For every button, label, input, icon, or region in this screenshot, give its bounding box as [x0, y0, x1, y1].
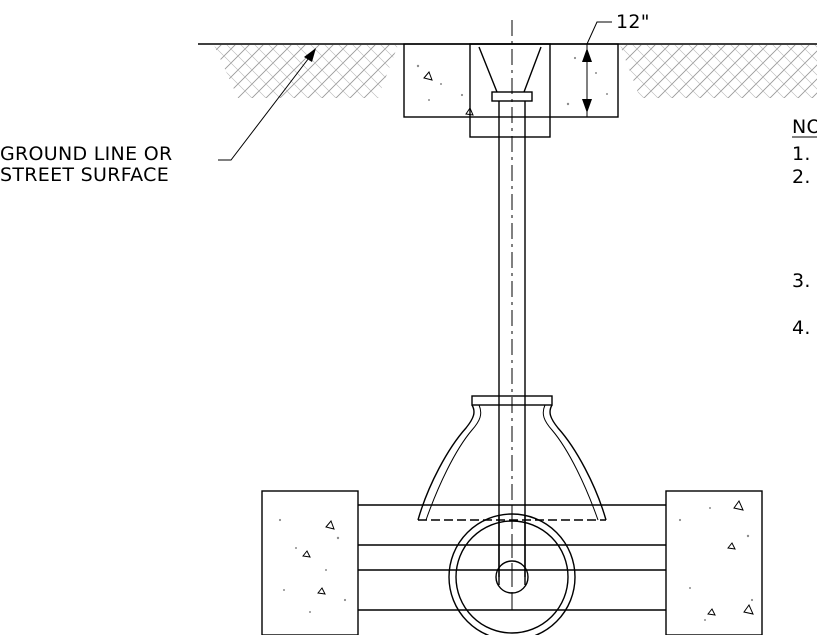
notes-heading: NO: [792, 116, 817, 138]
note-number: 2.: [792, 166, 811, 188]
notes-section: NO 1. 2. 3. 4.: [792, 116, 817, 339]
note-number: 3.: [792, 270, 811, 292]
dimension-label: 12": [616, 11, 650, 33]
ground-line-label-1: GROUND LINE OR: [0, 143, 172, 165]
bell-left-outer: [417, 404, 475, 521]
note-number: 4.: [792, 317, 811, 339]
bell-left-inner: [425, 404, 482, 521]
valve-box-body: [469, 43, 551, 138]
soil-hatch-right: [620, 45, 817, 98]
valve-box-taper: [478, 46, 542, 93]
arrow-icon: [304, 48, 316, 62]
bell-right-inner: [542, 404, 599, 521]
dimension-12in: 12": [582, 11, 650, 117]
arrow-up-icon: [582, 48, 592, 62]
bell-right-outer: [549, 404, 607, 521]
ground-line-callout: GROUND LINE OR STREET SURFACE: [0, 48, 316, 186]
bell-top-ring: [471, 395, 553, 406]
thrust-block-right: [665, 490, 763, 635]
valve-box-top: [469, 43, 551, 138]
main-water-pipe: [358, 504, 666, 635]
dimension-leader: [586, 21, 612, 45]
aggregate-mark: [423, 71, 433, 81]
note-number: 1.: [792, 143, 811, 165]
thrust-block-left: [261, 490, 359, 635]
callout-leader: [218, 49, 316, 161]
ground-line-label-2: STREET SURFACE: [0, 164, 169, 186]
arrow-down-icon: [582, 99, 592, 113]
ground-surface: [198, 43, 817, 98]
soil-hatch-left: [214, 45, 398, 98]
